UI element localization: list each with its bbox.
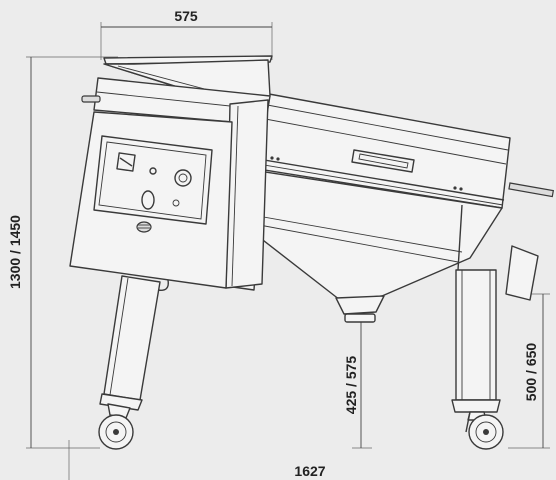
dimension-overall-length: 1627: [68, 440, 326, 480]
rear-leg: [451, 269, 504, 450]
dimension-top-width: 575: [100, 8, 273, 60]
indicator-light: [149, 167, 157, 175]
overall-height-label: 1300 / 1450: [7, 215, 23, 289]
overall-length-label: 1627: [294, 463, 325, 479]
front-housing: [81, 77, 271, 291]
rear-leg-label: 500 / 650: [523, 343, 539, 402]
rear-side-panel: [505, 245, 539, 301]
hopper-outlet-label: 425 / 575: [343, 356, 359, 415]
small-button: [172, 199, 180, 207]
control-panel: [93, 135, 213, 225]
control-knob: [174, 169, 192, 187]
start-button: [141, 190, 155, 210]
vent: [136, 221, 152, 233]
control-box: [69, 111, 233, 289]
dimension-hopper-outlet: 425 / 575: [343, 317, 372, 449]
front-leg: [98, 275, 169, 450]
dimension-rear-leg: 500 / 650: [508, 293, 550, 449]
dimension-overall-height: 1300 / 1450: [7, 56, 118, 449]
top-width-label: 575: [174, 8, 198, 24]
funnel-outlet: [344, 313, 376, 323]
